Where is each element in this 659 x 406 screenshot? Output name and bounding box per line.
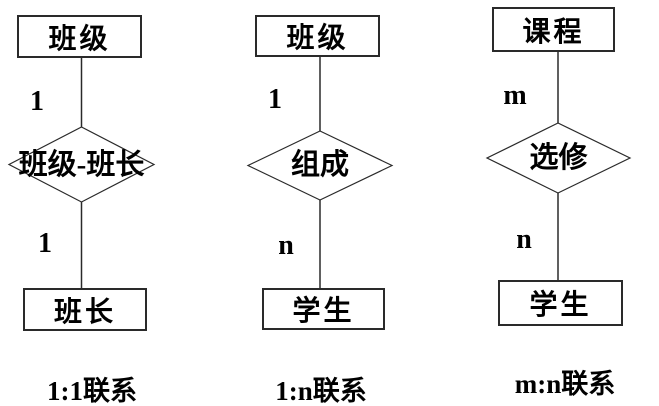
relationship-label-2: 组成 xyxy=(290,149,349,181)
cardinality-top-1: 1 xyxy=(30,86,44,117)
caption-many-to-many: m:n联系 xyxy=(514,369,616,399)
cardinality-bottom-2: n xyxy=(278,230,294,261)
entity-box-class-1: 班级 xyxy=(17,15,142,58)
entity-box-class-2: 班级 xyxy=(255,15,380,57)
cardinality-top-3: m xyxy=(503,80,527,111)
cardinality-bottom-3: n xyxy=(516,224,532,255)
entity-box-student-3: 学生 xyxy=(498,280,623,326)
relationship-label-1: 班级-班长 xyxy=(18,148,145,181)
relationship-label-3: 选修 xyxy=(529,142,588,174)
caption-one-to-many: 1:n联系 xyxy=(275,376,367,406)
caption-one-to-one: 1:1联系 xyxy=(47,376,137,406)
cardinality-top-2: 1 xyxy=(268,84,282,115)
cardinality-bottom-1: 1 xyxy=(38,228,52,259)
entity-box-student-2: 学生 xyxy=(262,288,385,330)
entity-box-course-3: 课程 xyxy=(492,7,615,52)
entity-box-monitor-1: 班长 xyxy=(23,288,147,331)
